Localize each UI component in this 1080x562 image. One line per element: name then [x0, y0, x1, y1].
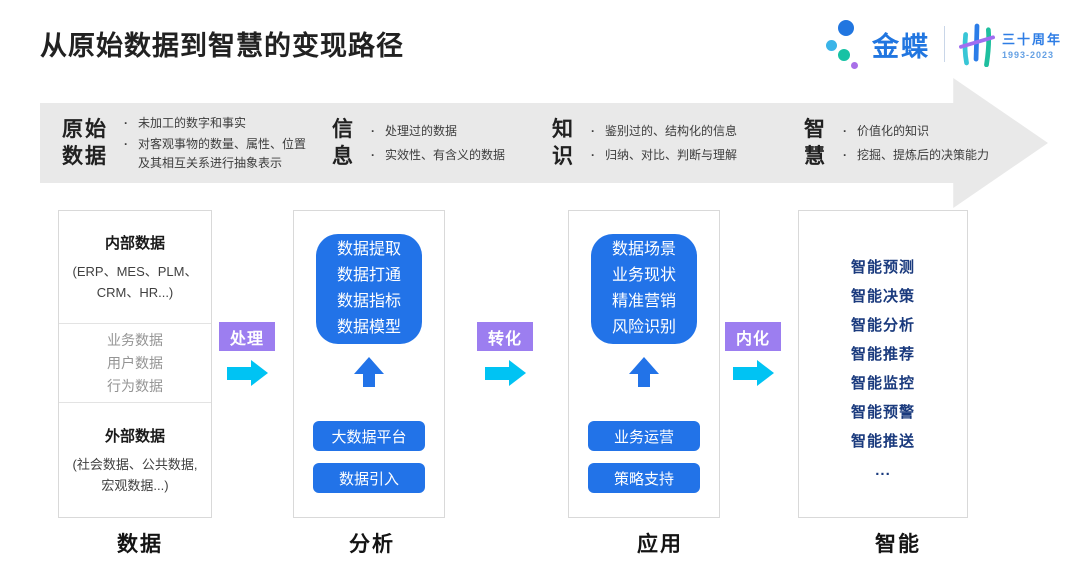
- dot-cyan-icon: [825, 40, 837, 51]
- list-item: 智能预警: [850, 404, 915, 421]
- stage-bullets: 未加工的数字和事实 对客观事物的数量、属性、位置及其相互关系进行抽象表示: [122, 112, 308, 175]
- list-item: 智能决策: [850, 288, 915, 305]
- stage-bullets: 价值化的知识 挖掘、提炼后的决策能力: [841, 117, 1016, 170]
- external-data-section: 外部数据 (社会数据、公共数据, 宏观数据...): [59, 403, 211, 517]
- stage-label: 知 识: [552, 118, 575, 168]
- stage-knowledge: 知 识 鉴别过的、结构化的信息 归纳、对比、判断与理解: [552, 78, 774, 208]
- core-line: 业务现状: [611, 267, 676, 284]
- bullet: 对客观事物的数量、属性、位置及其相互关系进行抽象表示: [122, 135, 308, 173]
- application-core-box: 数据场景 业务现状 精准营销 风险识别: [591, 234, 697, 344]
- data-import-button: 数据引入: [313, 463, 425, 493]
- bullet: 未加工的数字和事实: [122, 114, 308, 133]
- page-title: 从原始数据到智慧的变现路径: [40, 31, 404, 61]
- dot-blue-icon: [837, 20, 854, 36]
- right-arrow-icon: [484, 360, 526, 386]
- connector-internalize: 内化: [724, 322, 782, 386]
- list-item: 用户数据: [107, 354, 163, 371]
- connector-transform: 转化: [476, 322, 534, 386]
- brand-name: 金蝶: [871, 31, 930, 62]
- anniversary-years: 1993-2023: [1001, 49, 1055, 60]
- bullet: 实效性、有含义的数据: [369, 146, 534, 165]
- kingdee-dots-icon: [818, 18, 862, 70]
- footer-label-intelligence: 智能: [875, 533, 921, 556]
- core-line: 精准营销: [611, 293, 676, 310]
- right-arrow-icon: [226, 360, 268, 386]
- strategy-support-button: 策略支持: [588, 463, 700, 493]
- stage-raw-data: 原始 数据 未加工的数字和事实 对客观事物的数量、属性、位置及其相互关系进行抽象…: [62, 78, 308, 208]
- core-line: 数据提取: [336, 241, 401, 258]
- kingdee-logo: 金蝶 三十周年 1993-2023: [818, 16, 1062, 72]
- stage-label: 原始 数据: [62, 118, 108, 168]
- bullet: 价值化的知识: [841, 122, 1016, 141]
- core-line: 数据模型: [336, 319, 401, 336]
- internal-data-systems: (ERP、MES、PLM、 CRM、HR...): [72, 263, 198, 300]
- dot-purple-icon: [850, 62, 858, 69]
- column-analysis: 数据提取 数据打通 数据指标 数据模型 大数据平台 数据引入: [293, 210, 445, 518]
- transform-badge: 转化: [477, 322, 533, 351]
- list-item: 行为数据: [107, 377, 163, 394]
- anniversary-text: 三十周年 1993-2023: [1002, 29, 1062, 60]
- bullet: 处理过的数据: [369, 122, 534, 141]
- bullet: 挖掘、提炼后的决策能力: [841, 146, 1016, 165]
- data-types-section: 业务数据 用户数据 行为数据: [59, 324, 211, 403]
- external-data-title: 外部数据: [104, 427, 165, 445]
- bullet: 鉴别过的、结构化的信息: [589, 122, 774, 141]
- up-arrow-icon: [628, 357, 660, 387]
- list-item: 智能监控: [850, 375, 915, 392]
- anniversary-mark: 三十周年 1993-2023: [958, 21, 1062, 67]
- column-data: 内部数据 (ERP、MES、PLM、 CRM、HR...) 业务数据 用户数据 …: [58, 210, 212, 518]
- list-item: 智能推荐: [850, 346, 915, 363]
- internal-data-title: 内部数据: [104, 234, 165, 252]
- core-line: 数据打通: [336, 267, 401, 284]
- core-line: 数据场景: [611, 241, 676, 258]
- external-data-sources: (社会数据、公共数据, 宏观数据...): [72, 456, 198, 493]
- thirty-strokes-icon: [958, 23, 995, 67]
- list-item: 智能推送: [850, 433, 915, 450]
- anniversary-label: 三十周年: [1001, 31, 1062, 47]
- dot-teal-icon: [837, 49, 850, 61]
- stage-wisdom: 智 慧 价值化的知识 挖掘、提炼后的决策能力: [804, 78, 1016, 208]
- list-item: 智能分析: [850, 317, 915, 334]
- core-line: 风险识别: [611, 319, 676, 336]
- stage-bullets: 处理过的数据 实效性、有含义的数据: [369, 117, 534, 170]
- stage-label: 智 慧: [804, 118, 827, 168]
- logo-divider: [943, 26, 945, 62]
- big-data-platform-button: 大数据平台: [313, 421, 425, 451]
- connector-process: 处理: [218, 322, 276, 386]
- list-item: 业务数据: [107, 331, 163, 348]
- right-arrow-icon: [732, 360, 774, 386]
- list-item-ellipsis: ...: [875, 462, 891, 479]
- analysis-core-box: 数据提取 数据打通 数据指标 数据模型: [316, 234, 422, 344]
- stage-information: 信 息 处理过的数据 实效性、有含义的数据: [332, 78, 534, 208]
- stage-bullets: 鉴别过的、结构化的信息 归纳、对比、判断与理解: [589, 117, 774, 170]
- stage-label: 信 息: [332, 118, 355, 168]
- footer-label-analysis: 分析: [349, 533, 395, 556]
- footer-label-data: 数据: [117, 533, 163, 556]
- internalize-badge: 内化: [725, 322, 781, 351]
- column-application: 数据场景 业务现状 精准营销 风险识别 业务运营 策略支持: [568, 210, 720, 518]
- process-arrow-banner: 原始 数据 未加工的数字和事实 对客观事物的数量、属性、位置及其相互关系进行抽象…: [40, 78, 1048, 208]
- internal-data-section: 内部数据 (ERP、MES、PLM、 CRM、HR...): [59, 211, 211, 324]
- column-intelligence: 智能预测 智能决策 智能分析 智能推荐 智能监控 智能预警 智能推送 ...: [798, 210, 968, 518]
- core-line: 数据指标: [336, 293, 401, 310]
- business-operation-button: 业务运营: [588, 421, 700, 451]
- process-badge: 处理: [219, 322, 275, 351]
- footer-label-application: 应用: [637, 533, 683, 556]
- list-item: 智能预测: [850, 259, 915, 276]
- up-arrow-icon: [353, 357, 385, 387]
- bullet: 归纳、对比、判断与理解: [589, 146, 774, 165]
